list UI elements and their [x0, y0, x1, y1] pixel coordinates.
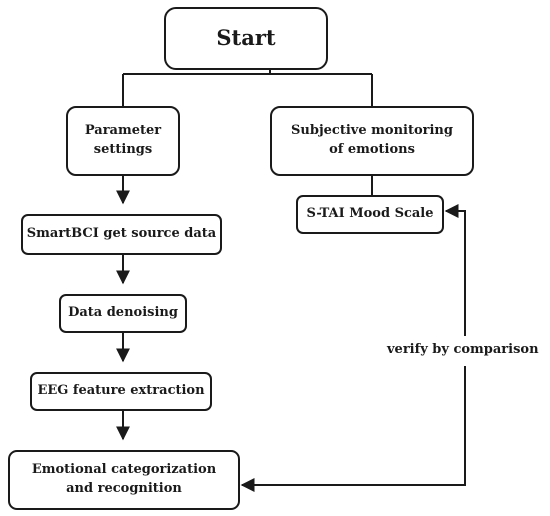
- verify-by-comparison-label: verify by comparison: [387, 342, 539, 357]
- arrow-loop-to-stai: [444, 204, 466, 336]
- subjective-monitoring-node: Subjective monitoring of emotions: [270, 106, 474, 176]
- eeg-feature-extraction-node: EEG feature extraction: [30, 372, 212, 411]
- smartbci-node: SmartBCI get source data: [21, 214, 222, 255]
- start-node: Start: [164, 7, 328, 70]
- arrow-loop-to-emotional: [240, 366, 466, 492]
- emotional-categorization-node: Emotional categorization and recognition: [8, 450, 240, 510]
- stai-mood-scale-node: S-TAI Mood Scale: [296, 195, 444, 234]
- connector-start-branch: [122, 70, 373, 106]
- data-denoising-node: Data denoising: [59, 294, 187, 333]
- parameter-settings-node: Parameter settings: [66, 106, 180, 176]
